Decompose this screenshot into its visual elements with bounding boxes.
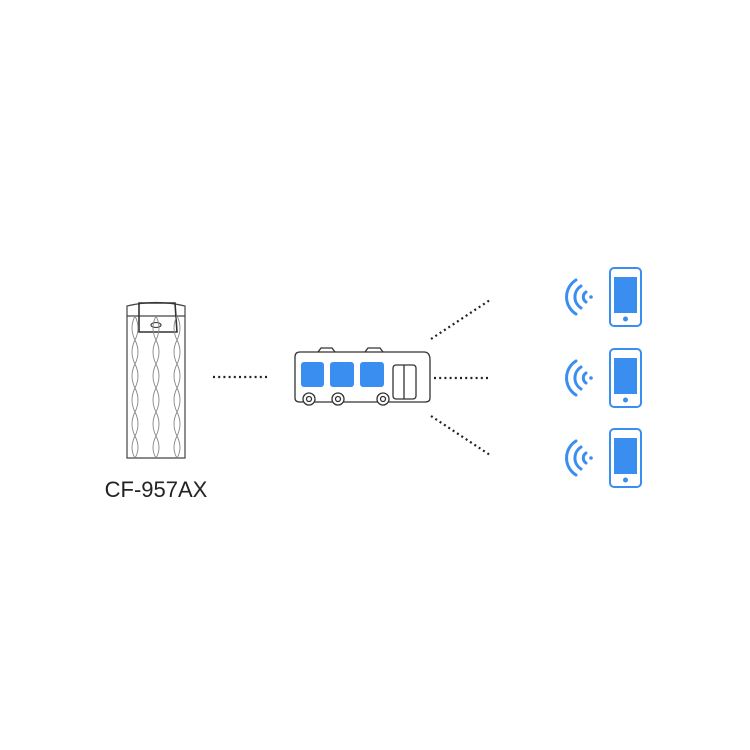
- dotted-links-bus-phones: [430, 299, 491, 456]
- smartphone-icon: [609, 348, 642, 408]
- router-device-icon: [126, 301, 186, 459]
- wifi-signal-icon: [565, 359, 593, 397]
- bus-icon: [294, 347, 431, 406]
- wifi-signal-icon: [565, 278, 593, 316]
- smartphone-icon: [609, 428, 642, 488]
- smartphone-icon: [609, 267, 642, 327]
- wifi-signal-icon: [565, 439, 593, 477]
- device-model-label: CF-957AX: [104, 477, 208, 502]
- dotted-link-top: [430, 299, 491, 340]
- dotted-link-bottom: [430, 415, 491, 456]
